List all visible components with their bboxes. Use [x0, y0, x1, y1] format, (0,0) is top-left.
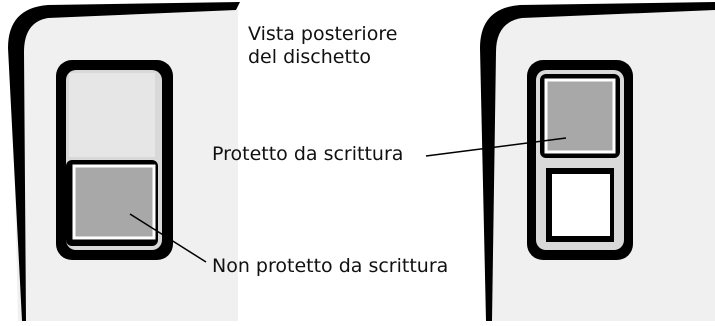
leader-line-not-write-protected [129, 213, 207, 263]
diskette-right [480, 2, 715, 321]
label-not-write-protected: Non protetto da scrittura [212, 255, 449, 277]
switch-left-not-protected [56, 60, 173, 260]
switch-right-protected [527, 60, 633, 260]
switch-right-tab-face [544, 78, 616, 154]
label-back-view-line2: del dischetto [248, 46, 372, 68]
switch-right-open-window-inner [552, 174, 610, 236]
switch-left-tab-face [72, 164, 156, 240]
label-back-view: Vista posteriore del dischetto [248, 23, 397, 69]
switch-left-track-highlight [69, 73, 155, 157]
leader-line-write-protected [425, 137, 567, 157]
label-write-protected: Protetto da scrittura [212, 143, 404, 165]
label-back-view-line1: Vista posteriore [248, 23, 398, 45]
diskette-left [8, 2, 240, 321]
